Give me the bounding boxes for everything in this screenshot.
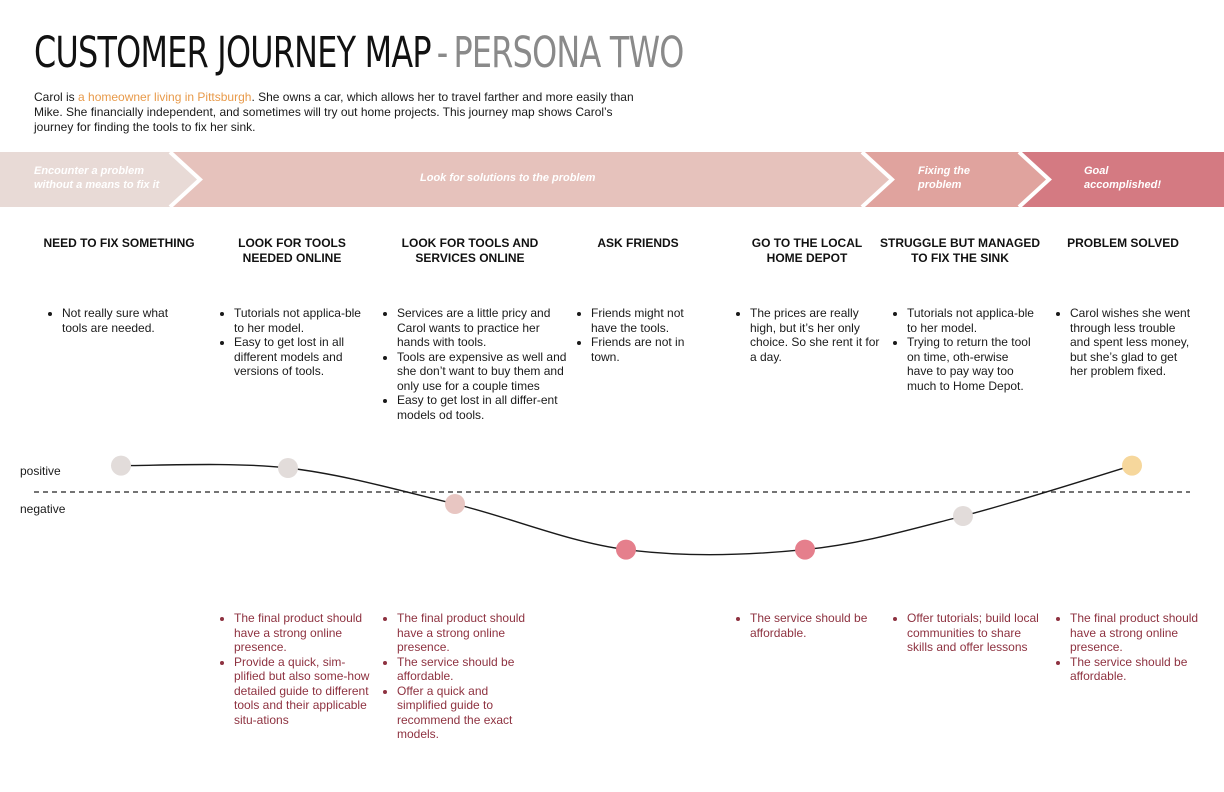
stage-notes-4: Friends might not have the tools. Friend…: [575, 306, 709, 364]
stage-notes-5: The prices are really high, but it’s her…: [734, 306, 882, 364]
stage-notes-2: Tutorials not applica-ble to her model. …: [218, 306, 366, 379]
opportunity-item: The service should be affordable.: [397, 655, 537, 684]
opportunity-item: Offer tutorials; build local communities…: [907, 611, 1047, 655]
note-item: Tools are expensive as well and she don’…: [397, 350, 567, 394]
stage-notes-1: Not really sure what tools are needed.: [46, 306, 192, 335]
phase-bands: [0, 152, 1224, 207]
note-item: Tutorials not applica-ble to her model.: [234, 306, 366, 335]
persona-intro: Carol is a homeowner living in Pittsburg…: [34, 90, 634, 135]
opportunity-item: Offer a quick and simplified guide to re…: [397, 684, 537, 742]
opportunity-item: The final product should have a strong o…: [234, 611, 370, 655]
stage-opportunities-7: The final product should have a strong o…: [1054, 611, 1214, 684]
stage-notes-3: Services are a little pricy and Carol wa…: [381, 306, 567, 422]
opportunity-item: The service should be affordable.: [750, 611, 882, 640]
intro-highlight: a homeowner living in Pittsburgh: [78, 90, 252, 104]
emotion-point-4: [616, 539, 636, 560]
note-item: Friends might not have the tools.: [591, 306, 709, 335]
phase-label-4: Goal accomplished!: [1084, 165, 1162, 191]
note-item: Services are a little pricy and Carol wa…: [397, 306, 567, 350]
emotion-point-2: [278, 458, 298, 478]
emotion-point-6: [953, 506, 973, 526]
title-separator: -: [436, 28, 448, 78]
title-persona: PERSONA TWO: [453, 28, 684, 78]
phase-divider-1: [168, 152, 203, 207]
positive-label: positive: [20, 464, 61, 478]
phase-band-2: [170, 152, 892, 207]
stage-opportunities-3: The final product should have a strong o…: [381, 611, 537, 742]
intro-text-start: Carol is: [34, 90, 79, 104]
phase-label-3: Fixing the problem: [918, 165, 970, 191]
phase-divider-2: [860, 152, 895, 207]
note-item: The prices are really high, but it’s her…: [750, 306, 882, 364]
emotion-point-3: [445, 494, 465, 514]
negative-label: negative: [20, 502, 66, 516]
phase-label-1: Encounter a problem without a means to f…: [34, 165, 160, 191]
emotion-point-1: [111, 455, 131, 476]
stage-opportunities-6: Offer tutorials; build local communities…: [891, 611, 1047, 655]
phase-band-1: [0, 152, 200, 207]
note-item: Friends are not in town.: [591, 335, 709, 364]
title-main: CUSTOMER JOURNEY MAP: [34, 28, 432, 78]
opportunity-item: Provide a quick, sim-plified but also so…: [234, 655, 370, 728]
phase-label-2: Look for solutions to the problem: [420, 172, 596, 184]
stage-title-7: PROBLEM SOLVED: [1067, 236, 1179, 250]
emotion-point-5: [795, 539, 815, 560]
stage-title-2: LOOK FOR TOOLS NEEDED ONLINE: [238, 236, 346, 265]
stage-title-1: NEED TO FIX SOMETHING: [43, 236, 195, 250]
note-item: Easy to get lost in all different models…: [234, 335, 366, 379]
phase-band-4: [1019, 152, 1224, 207]
note-item: Carol wishes she went through less troub…: [1070, 306, 1194, 379]
stage-title-5: GO TO THE LOCAL HOME DEPOT: [751, 236, 863, 265]
note-item: Trying to return the tool on time, oth-e…: [907, 335, 1037, 393]
opportunity-item: The service should be affordable.: [1070, 655, 1214, 684]
stage-title-6: STRUGGLE BUT MANAGED TO FIX THE SINK: [880, 236, 1040, 265]
emotion-point-7: [1122, 455, 1142, 476]
emotion-points: [111, 455, 1142, 560]
intro-text-end: . She owns a car, which allows her to tr…: [34, 90, 634, 134]
note-item: Tutorials not applica-ble to her model.: [907, 306, 1037, 335]
stage-notes-7: Carol wishes she went through less troub…: [1054, 306, 1194, 379]
opportunity-item: The final product should have a strong o…: [397, 611, 537, 655]
stage-title-3: LOOK FOR TOOLS AND SERVICES ONLINE: [401, 236, 539, 265]
opportunity-item: The final product should have a strong o…: [1070, 611, 1214, 655]
page-title: CUSTOMER JOURNEY MAP-PERSONA TWO: [34, 28, 684, 78]
stage-opportunities-2: The final product should have a strong o…: [218, 611, 370, 727]
note-item: Easy to get lost in all differ-ent model…: [397, 393, 567, 422]
stage-notes-6: Tutorials not applica-ble to her model. …: [891, 306, 1037, 393]
stage-opportunities-5: The service should be affordable.: [734, 611, 882, 640]
note-item: Not really sure what tools are needed.: [62, 306, 192, 335]
phase-band-3: [862, 152, 1049, 207]
stage-title-4: ASK FRIENDS: [597, 236, 679, 250]
phase-divider-3: [1017, 152, 1052, 207]
